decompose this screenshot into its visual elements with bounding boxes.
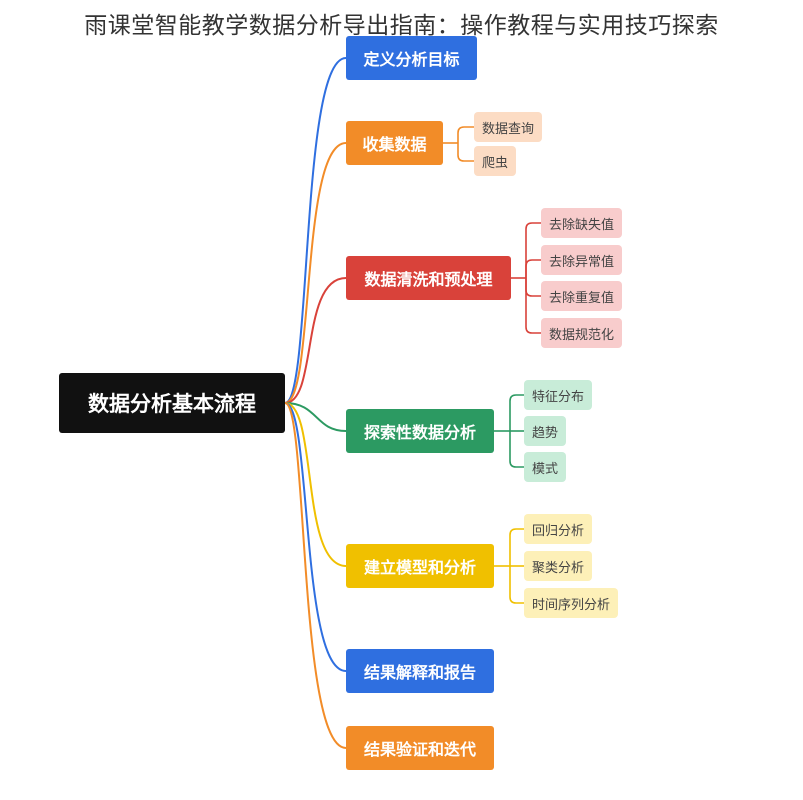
link-root-verify	[284, 402, 347, 749]
leaf-collect-crawler: 爬虫	[474, 146, 517, 176]
branch-collect-data: 收集数据	[346, 121, 443, 165]
links-model	[494, 528, 524, 604]
branch-eda: 探索性数据分析	[346, 409, 494, 453]
link-root-report	[284, 402, 347, 672]
leaf-eda-pattern: 模式	[524, 452, 567, 482]
links-clean	[511, 222, 541, 334]
leaf-clean-outliers: 去除异常值	[541, 245, 623, 275]
branch-define-goal: 定义分析目标	[346, 36, 477, 80]
leaf-model-clustering: 聚类分析	[524, 551, 593, 581]
leaf-collect-query: 数据查询	[474, 112, 543, 142]
root-node: 数据分析基本流程	[59, 373, 285, 433]
link-root-collect	[284, 142, 347, 404]
link-root-model	[284, 402, 347, 567]
leaf-model-timeseries: 时间序列分析	[524, 588, 619, 618]
branch-data-cleaning: 数据清洗和预处理	[346, 256, 511, 300]
leaf-eda-distribution: 特征分布	[524, 380, 593, 410]
page-title: 雨课堂智能教学数据分析导出指南：操作教程与实用技巧探索	[84, 13, 719, 39]
link-root-eda	[284, 402, 347, 432]
link-root-clean	[284, 277, 347, 404]
leaf-clean-missing: 去除缺失值	[541, 208, 623, 238]
branch-report: 结果解释和报告	[346, 649, 494, 693]
link-root-define-goal	[284, 57, 347, 404]
links-collect	[443, 126, 474, 162]
branch-modeling: 建立模型和分析	[346, 544, 494, 588]
leaf-clean-duplicates: 去除重复值	[541, 281, 623, 311]
leaf-eda-trend: 趋势	[524, 416, 567, 446]
branch-verify: 结果验证和迭代	[346, 726, 494, 770]
leaf-model-regression: 回归分析	[524, 514, 593, 544]
links-eda	[494, 394, 524, 468]
leaf-clean-normalize: 数据规范化	[541, 318, 623, 348]
